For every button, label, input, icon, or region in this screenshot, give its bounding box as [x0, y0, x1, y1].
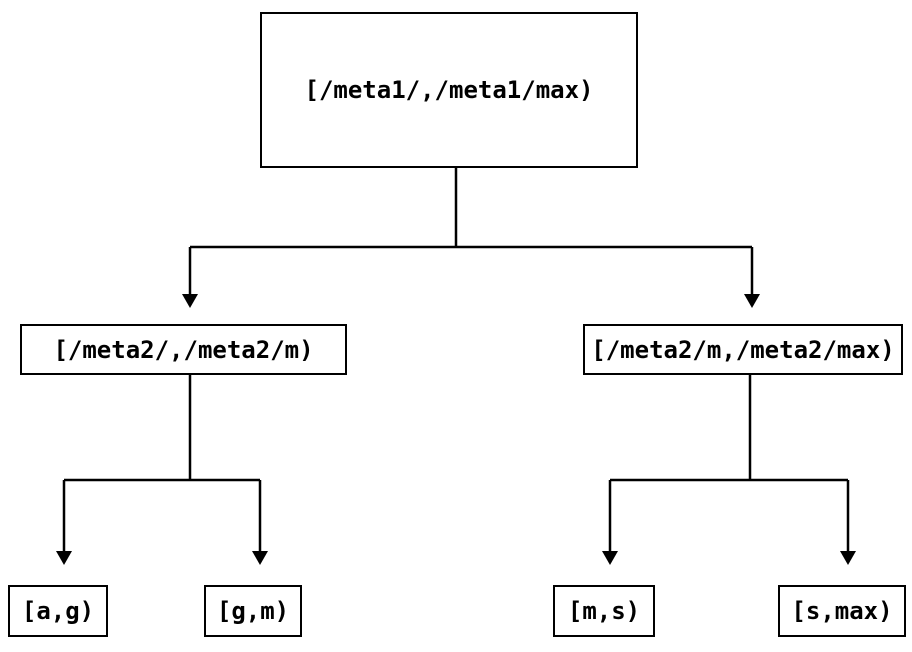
node-leaf-g-m: [g,m): [204, 585, 302, 637]
node-root: [/meta1/,/meta1/max): [260, 12, 638, 168]
arrowhead-down-icon: [252, 551, 268, 565]
node-leaf-a-g: [a,g): [8, 585, 108, 637]
node-right-range: [/meta2/m,/meta2/max): [583, 324, 903, 375]
node-leaf-m-s: [m,s): [553, 585, 655, 637]
arrowhead-down-icon: [182, 294, 198, 308]
node-left-range: [/meta2/,/meta2/m): [20, 324, 347, 375]
arrowhead-down-icon: [602, 551, 618, 565]
arrowhead-down-icon: [56, 551, 72, 565]
arrowhead-down-icon: [744, 294, 760, 308]
node-leaf-s-max: [s,max): [778, 585, 906, 637]
arrowhead-down-icon: [840, 551, 856, 565]
